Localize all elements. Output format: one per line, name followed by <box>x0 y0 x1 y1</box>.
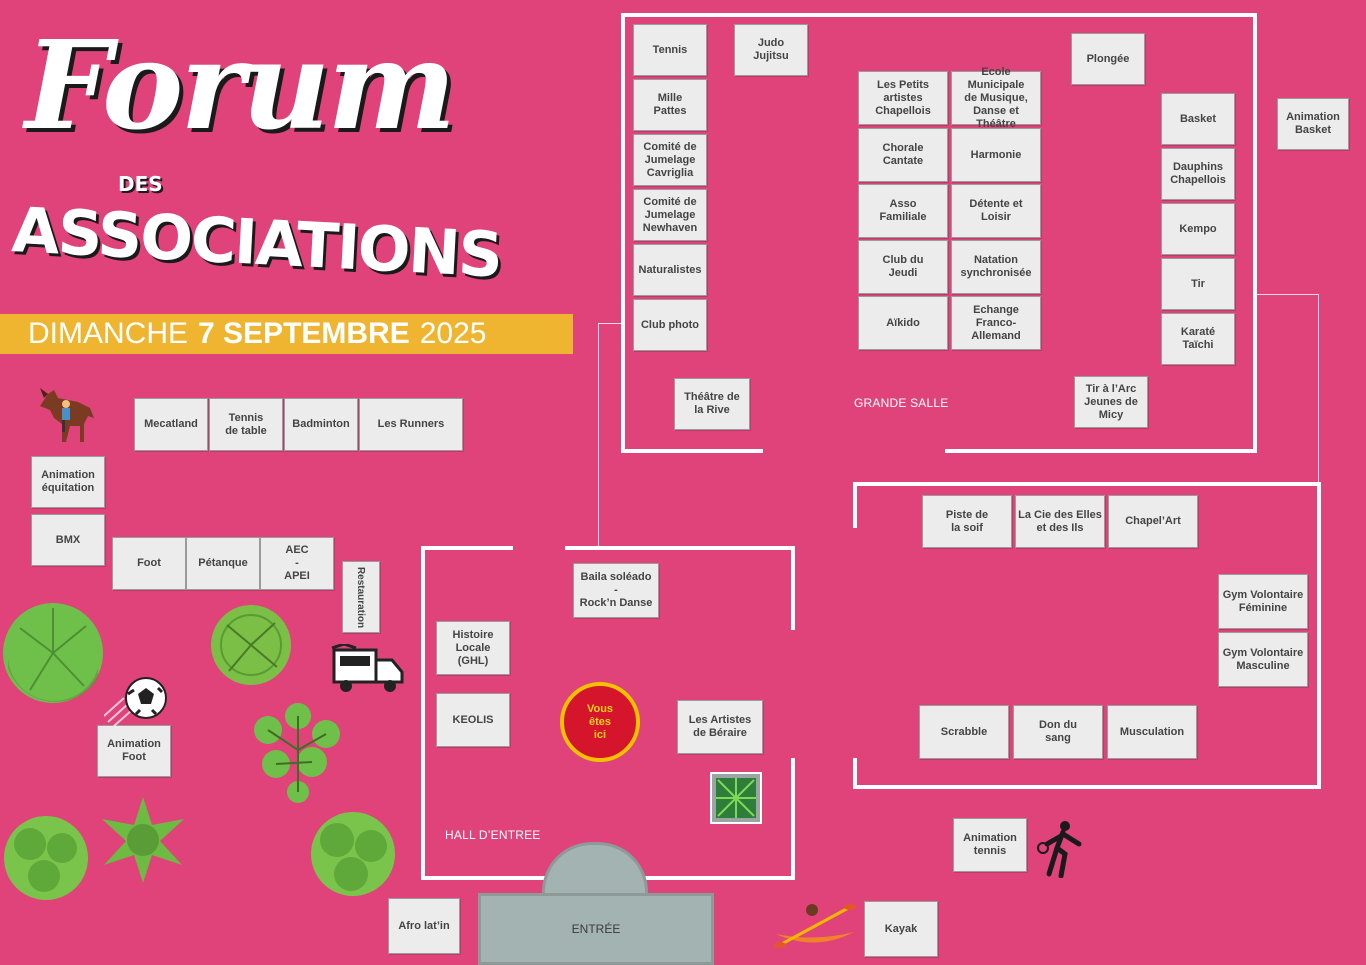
stand-naturalistes[interactable]: Naturalistes <box>633 244 707 296</box>
wall <box>853 758 857 789</box>
horse-icon <box>40 388 94 442</box>
wall <box>1317 482 1321 789</box>
room-label-grande-salle: GRANDE SALLE <box>854 396 949 410</box>
stand-cie-elles[interactable]: La Cie des Elles et des Ils <box>1015 495 1105 548</box>
stand-cavriglia[interactable]: Comité de Jumelage Cavriglia <box>633 134 707 186</box>
corridor-line <box>598 323 622 324</box>
stand-ecole-musique[interactable]: Ecole Municipale de Musique, Danse et Th… <box>951 66 1041 130</box>
stand-newhaven[interactable]: Comité de Jumelage Newhaven <box>633 189 707 241</box>
you-are-here-marker: Vous êtes ici <box>560 682 640 762</box>
stand-kayak[interactable]: Kayak <box>864 901 938 957</box>
stand-kempo[interactable]: Kempo <box>1161 203 1235 255</box>
entrance[interactable]: ENTRÉE <box>478 893 714 965</box>
tree-icon <box>3 603 103 703</box>
wall <box>945 449 1257 453</box>
corridor-line <box>1318 294 1319 483</box>
stand-natation[interactable]: Natation synchronisée <box>951 240 1041 294</box>
wall <box>421 546 425 880</box>
stand-petanque[interactable]: Pétanque <box>186 537 260 590</box>
stand-plongee[interactable]: Plongée <box>1071 33 1145 85</box>
date-year: 2025 <box>419 317 487 350</box>
stand-mille-pattes[interactable]: Mille Pattes <box>633 79 707 131</box>
wall <box>853 785 1321 789</box>
stand-gym-masc[interactable]: Gym Volontaire Masculine <box>1218 632 1308 687</box>
stand-aikido[interactable]: Aïkido <box>858 296 948 350</box>
title-des: DES <box>118 172 163 196</box>
stand-detente[interactable]: Détente et Loisir <box>951 184 1041 238</box>
date-day: DIMANCHE <box>28 317 189 350</box>
title-associations: ASSOCIATIONS <box>10 193 503 292</box>
stand-theatre-rive[interactable]: Théâtre de la Rive <box>674 378 750 430</box>
stand-dauphins[interactable]: Dauphins Chapellois <box>1161 148 1235 200</box>
corridor-line <box>598 323 599 547</box>
stand-aec-apei[interactable]: AEC - APEI <box>260 537 334 590</box>
date-main: 7 SEPTEMBRE <box>198 317 410 350</box>
stand-histoire-locale[interactable]: Histoire Locale (GHL) <box>436 621 510 675</box>
wall <box>791 546 795 630</box>
stand-musculation[interactable]: Musculation <box>1107 705 1197 759</box>
room-label-hall: HALL D’ENTREE <box>445 828 541 842</box>
tree-icon <box>4 816 88 900</box>
stand-mecatland[interactable]: Mecatland <box>134 398 208 451</box>
stand-anim-foot[interactable]: Animation Foot <box>97 725 171 777</box>
kayak-icon <box>774 904 856 948</box>
stand-tir[interactable]: Tir <box>1161 258 1235 310</box>
wall <box>621 13 625 453</box>
stand-artistes-beraire[interactable]: Les Artistes de Béraire <box>677 700 763 754</box>
wall <box>1253 13 1257 453</box>
stand-foot[interactable]: Foot <box>112 537 186 590</box>
tree-icon <box>254 703 340 803</box>
stand-anim-tennis[interactable]: Animation tennis <box>953 818 1027 872</box>
stand-asso-familiale[interactable]: Asso Familiale <box>858 184 948 238</box>
stand-badminton[interactable]: Badminton <box>284 398 358 451</box>
stand-club-jeudi[interactable]: Club du Jeudi <box>858 240 948 294</box>
stand-keolis[interactable]: KEOLIS <box>436 693 510 747</box>
stand-tir-arc[interactable]: Tir à l’Arc Jeunes de Micy <box>1074 376 1148 428</box>
stand-piste-soif[interactable]: Piste de la soif <box>922 495 1012 548</box>
stand-harmonie[interactable]: Harmonie <box>951 128 1041 182</box>
wall <box>853 482 857 528</box>
stand-echange[interactable]: Echange Franco-Allemand <box>951 296 1041 350</box>
corridor-line <box>1257 294 1318 295</box>
entrance-dome <box>542 842 648 898</box>
tree-icon <box>102 797 184 883</box>
stand-scrabble[interactable]: Scrabble <box>919 705 1009 759</box>
wall <box>421 546 513 550</box>
stand-afro[interactable]: Afro lat’in <box>388 898 460 954</box>
stand-animation-basket[interactable]: Animation Basket <box>1277 98 1349 150</box>
football-icon <box>104 677 167 726</box>
tree-icon <box>311 812 395 896</box>
stand-tennis-table[interactable]: Tennis de table <box>209 398 283 451</box>
stand-anim-equitation[interactable]: Animation équitation <box>31 456 105 508</box>
stand-karate[interactable]: Karaté Taïchi <box>1161 313 1235 365</box>
stand-club-photo[interactable]: Club photo <box>633 299 707 351</box>
plant-icon <box>710 772 762 824</box>
tennis-player-icon <box>1037 821 1082 878</box>
stand-gym-fem[interactable]: Gym Volontaire Féminine <box>1218 574 1308 629</box>
stand-tennis[interactable]: Tennis <box>633 24 707 76</box>
food-truck-icon <box>331 644 404 692</box>
stand-petits-artistes[interactable]: Les Petits artistes Chapellois <box>858 71 948 125</box>
wall <box>791 758 795 880</box>
stand-basket[interactable]: Basket <box>1161 93 1235 145</box>
wall <box>621 449 763 453</box>
stand-bmx[interactable]: BMX <box>31 514 105 566</box>
restauration-label: Restauration <box>355 566 367 628</box>
stand-restauration[interactable]: Restauration <box>342 561 380 633</box>
stand-runners[interactable]: Les Runners <box>359 398 463 451</box>
stand-don-sang[interactable]: Don du sang <box>1013 705 1103 759</box>
tree-icon <box>211 605 291 685</box>
stand-baila[interactable]: Baila soléado - Rock’n Danse <box>573 563 659 618</box>
date-band: DIMANCHE 7 SEPTEMBRE 2025 <box>0 314 573 354</box>
wall <box>853 482 1321 486</box>
wall <box>621 13 1257 17</box>
stand-chorale[interactable]: Chorale Cantate <box>858 128 948 182</box>
title-forum: Forum <box>25 13 456 157</box>
stand-judo[interactable]: Judo Jujitsu <box>734 24 808 76</box>
wall <box>565 546 795 550</box>
stand-chapelart[interactable]: Chapel’Art <box>1108 495 1198 548</box>
